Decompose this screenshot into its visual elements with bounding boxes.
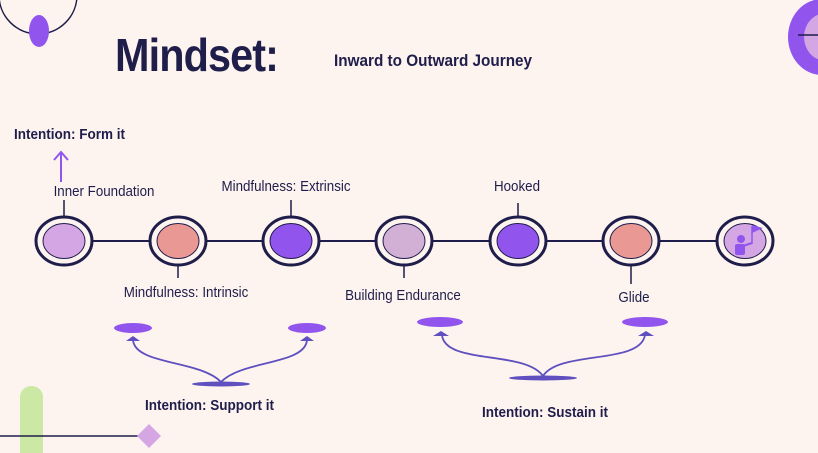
stage-label: Mindfulness: Intrinsic [123,285,249,301]
stage-node-2 [148,215,208,267]
intention-support: Intention: Support it [145,397,274,414]
decor-diamond [137,424,161,448]
decor-dot [29,15,49,47]
stage-label: Inner Foundation [53,184,155,200]
intention-sustain: Intention: Sustain it [482,404,608,421]
stage-node-1 [34,215,94,267]
page-subtitle: Inward to Outward Journey [334,51,533,70]
stage-node-4 [374,215,434,267]
stage-node-6 [601,215,661,267]
stage-node-5 [488,215,548,267]
stage-label: Glide [618,290,650,306]
support-branch [114,323,326,387]
up-arrow-head-icon [53,150,69,161]
decor-circle-right-inner [804,14,818,60]
stage-label: Mindfulness: Extrinsic [221,179,351,195]
person-flag-icon [735,225,763,255]
stage-label: Building Endurance [345,288,461,304]
sustain-branch [417,317,668,381]
stage-node-3 [261,215,321,267]
decor-circle-right [788,0,818,75]
page-title: Mindset: [115,29,279,81]
stage-label: Hooked [494,179,540,195]
decor-pill [20,386,43,453]
stage-node-7 [715,215,775,267]
intention-form: Intention: Form it [14,126,125,143]
